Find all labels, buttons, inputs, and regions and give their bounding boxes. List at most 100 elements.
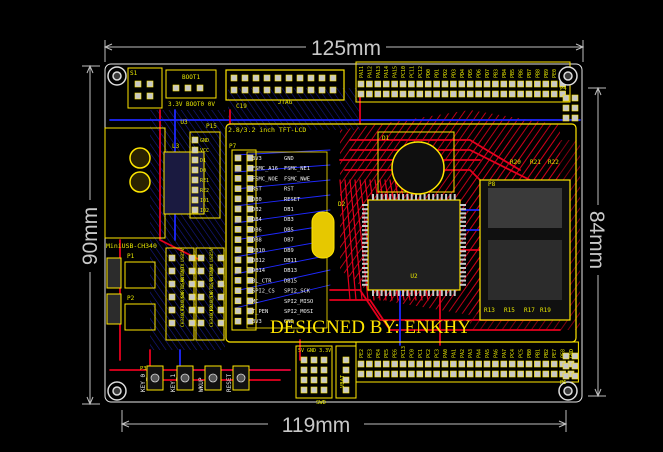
d1-label: D1 <box>382 135 390 142</box>
mcu-pin <box>389 194 392 200</box>
trace <box>234 284 331 309</box>
header-pin-label: PE4 <box>376 349 382 358</box>
mcu-pin <box>384 194 387 200</box>
pin-pad <box>374 90 382 98</box>
mcu-pin <box>460 258 466 261</box>
lcd-pin-label: DB13 <box>284 268 297 274</box>
pin-pad <box>234 185 242 192</box>
c19-label: C19 <box>236 103 247 110</box>
pin-pad <box>525 370 533 378</box>
trace <box>349 179 363 301</box>
dimension-bottom: 119mm <box>282 414 350 437</box>
pin-pad <box>508 80 516 88</box>
sd-card-slot: P8 R13 R15 R17 R19 R20 R21 R22 <box>479 159 571 321</box>
push-button-label: RESET <box>226 374 233 392</box>
mcu-pin <box>419 194 422 200</box>
header-pin-label: PB9 <box>544 69 550 78</box>
p4-label: P4 <box>560 86 567 92</box>
pin-pad <box>508 360 516 368</box>
mcu-pin <box>432 194 435 200</box>
pin-pad <box>307 74 315 82</box>
pin-pad <box>188 293 196 301</box>
pin-pad <box>517 360 524 368</box>
pin-pad <box>241 74 249 82</box>
pin-pad <box>234 226 242 233</box>
lcd-pin-label: DB7 <box>284 238 294 244</box>
pin-pad <box>217 254 225 262</box>
pin-pad <box>391 370 398 378</box>
pin-pad <box>441 360 449 368</box>
pin-pad <box>542 90 550 98</box>
pin-pad <box>234 246 242 254</box>
lcd-pin-label: SPI2_MISO <box>284 299 313 305</box>
lcd-pin-label: DB11 <box>284 258 297 264</box>
lcd-pin-label: FSMC_NWE <box>284 176 310 182</box>
lcd-pin-label: FSMC_A16 <box>252 166 278 172</box>
pin-pad <box>500 360 508 368</box>
tft-lcd-connector: 2.8/3.2 inch TFT-LCD P7 3V3FSMC_A16FSMC_… <box>225 123 577 343</box>
pin-pad <box>500 80 508 88</box>
pin-pad <box>234 287 242 294</box>
pin-pad <box>550 360 558 368</box>
header-pin-label: PB6 <box>519 69 525 78</box>
mcu-pin <box>362 254 368 257</box>
header-pin-label: PB7 <box>527 69 533 78</box>
jtag-connector: JTAG C19 <box>225 69 345 110</box>
header-pin-label: PA14 <box>384 66 390 78</box>
pin-pad <box>382 80 390 88</box>
mcu-pin <box>362 237 368 240</box>
pin-pad <box>234 256 242 264</box>
pin-pad <box>320 376 328 384</box>
dimension-top: 125mm <box>311 37 381 60</box>
pin-pad <box>408 80 415 88</box>
usart-pin-label: GND <box>180 267 186 275</box>
header-pin-label: PC0 <box>409 349 415 358</box>
header-pin-label: PC12 <box>418 66 424 78</box>
usart-pin-label: USART1_RX <box>180 276 186 301</box>
pin-pad <box>441 370 449 378</box>
mcu-pin <box>440 290 443 296</box>
mcu-pin <box>423 194 426 200</box>
mcu-pin <box>372 290 374 296</box>
pin-pad <box>318 86 326 94</box>
lcd-pin-label: SPI2_SCK <box>284 289 311 295</box>
mcu-pin <box>410 290 413 296</box>
pin-pad <box>416 80 424 88</box>
pin-pad <box>366 80 373 88</box>
pin-pad <box>300 366 308 374</box>
pin-pad <box>318 74 326 82</box>
r13-label: R13 <box>484 307 495 314</box>
lcd-pin-label: DB5 <box>284 227 294 233</box>
mcu-pin <box>460 237 466 240</box>
pin-pad <box>234 195 242 203</box>
pin-pad <box>296 86 304 94</box>
pin-pad <box>300 386 308 394</box>
lcd-pin-label: DB8 <box>252 238 262 244</box>
pin-pad <box>168 319 176 327</box>
pin-pad <box>197 319 205 327</box>
trace <box>339 179 351 301</box>
pin-pad <box>399 90 407 98</box>
pin-pad <box>188 306 196 314</box>
lcd-pin-label: DB14 <box>252 268 265 274</box>
pin-pad <box>188 280 196 288</box>
mcu-pin <box>362 233 368 236</box>
mcu-pin <box>362 212 368 215</box>
pin-pad <box>408 370 415 378</box>
lcd-pin-label: RST <box>252 187 262 193</box>
mcu-pin <box>460 246 466 248</box>
header-pin-label: PA3 <box>468 349 474 358</box>
mcu-pin <box>445 290 448 296</box>
header-pin-label: PD4 <box>460 69 466 78</box>
pin-pad <box>571 362 579 370</box>
pin-pad <box>458 80 466 88</box>
pin-pad <box>197 293 205 301</box>
header-pin-label: PC13 <box>401 346 407 358</box>
usart-pin-label: CH340_RX <box>180 292 186 314</box>
mcu-pin <box>362 279 368 282</box>
lcd-pin-label: GND <box>284 156 294 162</box>
dimension-right: 84mm <box>585 211 608 269</box>
header-pin-label: PD5 <box>468 69 474 78</box>
mcu-pin <box>460 262 466 265</box>
pin-pad <box>197 267 205 275</box>
